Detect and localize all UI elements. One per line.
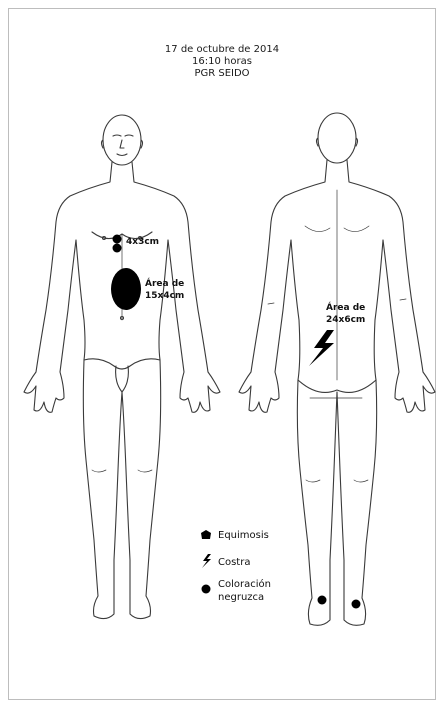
front-pelvis bbox=[84, 359, 160, 369]
front-left-arm bbox=[24, 222, 76, 412]
right-heel-dark-mark bbox=[352, 600, 361, 609]
back-left-arm bbox=[239, 222, 291, 412]
abdomen-annotation-line1: Área de bbox=[145, 277, 184, 289]
back-buttocks bbox=[298, 380, 376, 392]
back-right-shoulder bbox=[347, 160, 403, 222]
chest-annotation: 4x3cm bbox=[126, 237, 159, 247]
front-figure bbox=[24, 115, 220, 619]
front-right-leg bbox=[122, 360, 161, 619]
abdomen-annotation-line2: 15x4cm bbox=[145, 291, 184, 301]
chest-ecchymosis-mark-1 bbox=[113, 235, 122, 244]
back-right-leg bbox=[337, 380, 377, 625]
back-scab-mark bbox=[309, 330, 334, 366]
front-left-torso bbox=[76, 240, 85, 360]
back-left-shoulder bbox=[271, 160, 327, 222]
chest-ecchymosis-mark-2 bbox=[113, 244, 122, 253]
back-marks bbox=[309, 330, 361, 609]
legend-equimosis-label: Equimosis bbox=[218, 530, 269, 541]
back-head bbox=[318, 113, 356, 163]
back-annotation-line1: Área de bbox=[326, 301, 365, 313]
front-knees bbox=[92, 470, 152, 472]
back-ears bbox=[317, 138, 358, 146]
legend-equimosis-icon bbox=[201, 530, 211, 539]
back-annotation-line2: 24x6cm bbox=[326, 315, 365, 325]
legend-coloracion-label-line1: Coloración bbox=[218, 578, 271, 590]
abdomen-dark-area-mark bbox=[111, 268, 141, 310]
back-left-leg bbox=[297, 380, 337, 625]
back-left-torso bbox=[291, 240, 300, 380]
front-nose-mouth bbox=[117, 140, 127, 156]
legend-costra-label: Costra bbox=[218, 557, 250, 568]
back-right-torso bbox=[374, 240, 383, 380]
front-eyes bbox=[113, 135, 133, 136]
left-heel-dark-mark bbox=[318, 596, 327, 605]
legend-coloracion-label-line2: negruzca bbox=[218, 592, 264, 603]
front-left-leg bbox=[83, 360, 122, 619]
legend-costra-icon bbox=[202, 554, 211, 568]
back-right-arm bbox=[383, 222, 435, 412]
front-right-arm bbox=[168, 222, 220, 412]
front-genitals bbox=[116, 366, 129, 392]
front-left-shoulder bbox=[56, 162, 112, 222]
legend: Equimosis Costra Coloración negruzca bbox=[201, 530, 271, 603]
back-figure bbox=[239, 113, 435, 625]
legend-coloracion-icon bbox=[202, 585, 211, 594]
back-knees bbox=[306, 480, 368, 482]
front-right-shoulder bbox=[132, 162, 188, 222]
